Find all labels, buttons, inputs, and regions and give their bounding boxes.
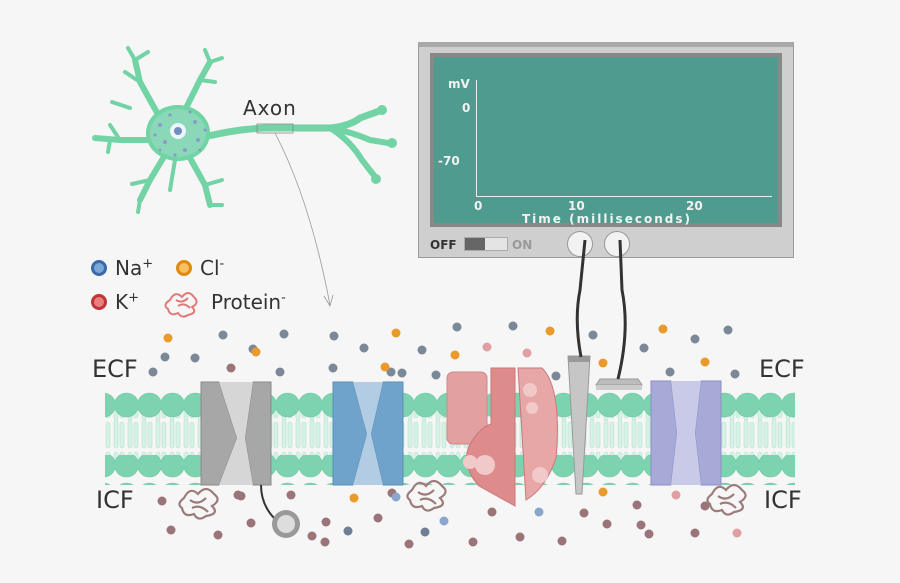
cl-ion-icon	[176, 260, 192, 276]
leak-channel-blue	[332, 381, 404, 486]
y-tick-0: 0	[462, 101, 471, 115]
ecf-label-right: ECF	[759, 355, 805, 383]
power-switch[interactable]	[464, 237, 508, 251]
probe-jack-1[interactable]	[567, 231, 593, 257]
legend-k-label: K+	[115, 290, 140, 314]
k-ion-icon	[91, 294, 107, 310]
y-axis-line	[476, 80, 477, 196]
legend-cl-label: Cl-	[200, 256, 225, 280]
icf-ions	[157, 487, 742, 549]
protein-icon	[164, 292, 198, 318]
probe-jack-2[interactable]	[604, 231, 630, 257]
x-tick-0: 0	[474, 199, 483, 213]
x-axis-line	[476, 196, 772, 197]
reference-electrode	[595, 239, 643, 390]
oscilloscope: mV 0 -70 0 10 20 Time (milliseconds) OFF…	[418, 42, 794, 258]
legend-na-label: Na+	[115, 256, 154, 280]
zoom-pointer-line	[274, 132, 331, 306]
power-switch-knob[interactable]	[465, 238, 485, 250]
icf-label-left: ICF	[96, 486, 134, 514]
y-tick-minus70: -70	[438, 154, 460, 168]
x-axis-label: Time (milliseconds)	[522, 212, 692, 226]
x-tick-20: 20	[686, 199, 703, 213]
protein-molecules	[178, 479, 747, 520]
switch-on-label: ON	[512, 238, 533, 252]
x-tick-10: 10	[568, 199, 585, 213]
sodium-potassium-pump	[446, 367, 558, 507]
recording-electrode	[567, 239, 591, 495]
ion-channel-purple	[650, 380, 722, 486]
ecf-ions	[148, 321, 740, 381]
y-axis-unit: mV	[448, 77, 470, 91]
icf-label-right: ICF	[764, 486, 802, 514]
na-ion-icon	[91, 260, 107, 276]
legend-protein-label: Protein-	[211, 290, 286, 314]
switch-off-label: OFF	[430, 238, 457, 252]
axon-label: Axon	[243, 96, 297, 120]
voltage-gated-channel-gray	[200, 381, 300, 538]
ecf-label-left: ECF	[92, 355, 138, 383]
oscilloscope-screen: mV 0 -70 0 10 20 Time (milliseconds)	[430, 53, 782, 227]
